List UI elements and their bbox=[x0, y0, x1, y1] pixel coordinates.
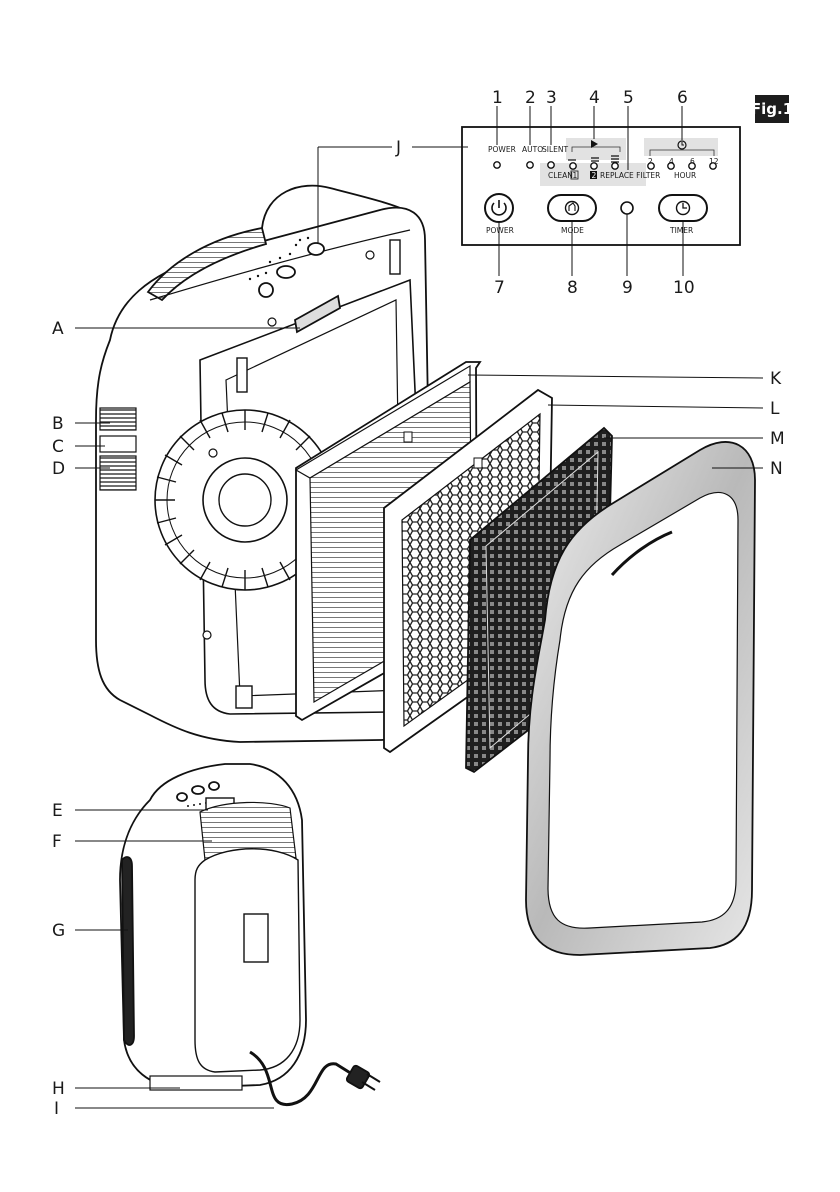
light-sensor bbox=[621, 202, 633, 214]
callout-e: E bbox=[52, 801, 63, 821]
label-power: POWER bbox=[488, 145, 516, 154]
number-6: 6 bbox=[677, 88, 688, 108]
number-9: 9 bbox=[622, 278, 633, 298]
purifier-front-view bbox=[120, 764, 380, 1105]
number-3: 3 bbox=[546, 88, 557, 108]
label-clean-num: 1 bbox=[573, 171, 578, 180]
callout-k: K bbox=[770, 369, 782, 389]
callout-n: N bbox=[770, 459, 783, 479]
label-clean: CLEAN bbox=[548, 171, 573, 180]
number-7: 7 bbox=[494, 278, 505, 298]
callout-l: L bbox=[770, 399, 780, 419]
label-btn-timer: TIMER bbox=[669, 226, 693, 235]
number-8: 8 bbox=[567, 278, 578, 298]
callout-f: F bbox=[52, 832, 62, 852]
mode-button[interactable] bbox=[548, 195, 596, 221]
callout-h: H bbox=[52, 1079, 65, 1099]
label-btn-power: POWER bbox=[486, 226, 514, 235]
callout-g: G bbox=[52, 921, 65, 941]
callout-a: A bbox=[52, 319, 64, 339]
label-btn-mode: MODE bbox=[561, 226, 584, 235]
number-4: 4 bbox=[589, 88, 600, 108]
callout-m: M bbox=[770, 429, 785, 449]
callout-b: B bbox=[52, 414, 64, 434]
number-1: 1 bbox=[492, 88, 503, 108]
label-hour: HOUR bbox=[674, 171, 696, 180]
label-replace-filter: REPLACE FILTER bbox=[600, 171, 660, 180]
number-5: 5 bbox=[623, 88, 634, 108]
callout-j: J bbox=[395, 138, 401, 158]
label-replace-num: 2 bbox=[592, 171, 597, 180]
callout-d: D bbox=[52, 459, 65, 479]
callout-c: C bbox=[52, 437, 64, 457]
label-auto: AUTO bbox=[522, 145, 543, 154]
control-panel: POWER AUTO SILENT CLEAN 1 2 REPLACE FILT… bbox=[462, 88, 740, 298]
label-silent: SILENT bbox=[542, 145, 569, 154]
callout-i: I bbox=[54, 1099, 59, 1119]
number-2: 2 bbox=[525, 88, 536, 108]
number-10: 10 bbox=[673, 278, 695, 298]
